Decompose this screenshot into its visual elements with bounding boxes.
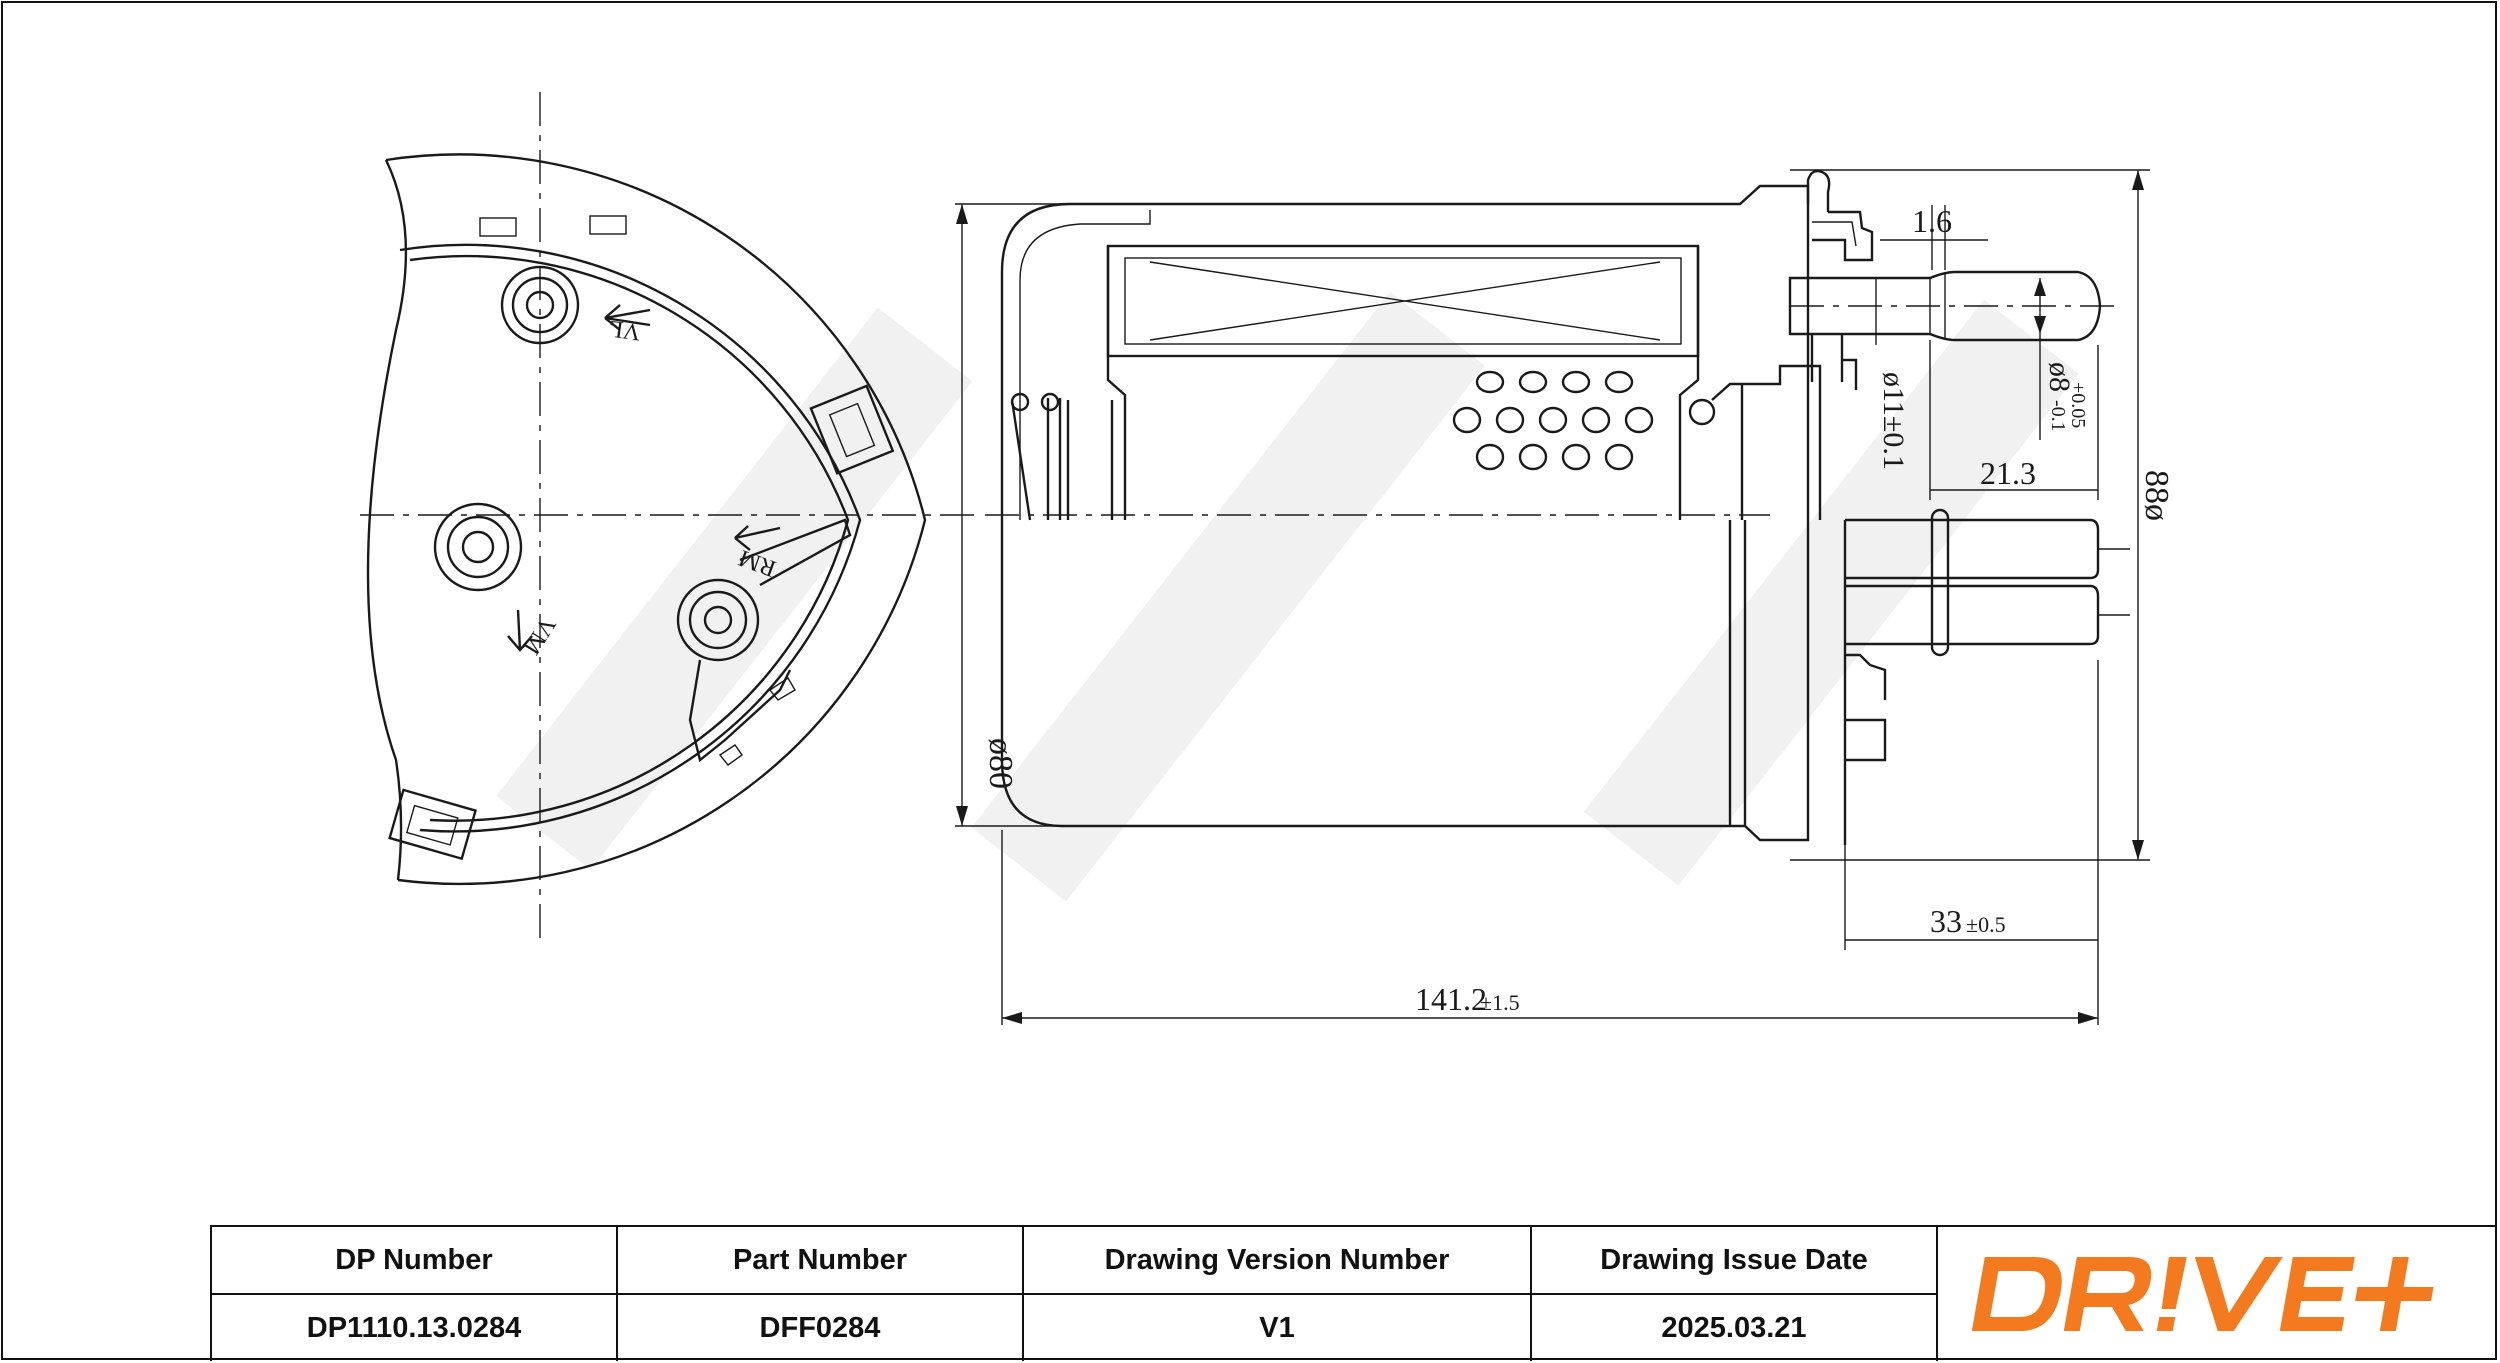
issue-date-value: 2025.03.21	[1661, 1311, 1807, 1344]
dim-connector-length: 33	[1930, 903, 1962, 939]
dimension-lines: ø80 88ø 1.6 ø11±0.1 ø8 +0.05 -0.1 21.3 3…	[955, 169, 2175, 1025]
watermark	[1583, 299, 2079, 886]
dp-number-value: DP1110.13.0284	[306, 1311, 522, 1344]
drive-logo-mark	[1971, 1257, 2434, 1331]
technical-drawing: VL VM RM	[360, 92, 2175, 1025]
issue-date-column: Drawing Issue Date 2025.03.21	[1532, 1227, 1938, 1361]
dp-number-column: DP Number DP1110.13.0284	[212, 1227, 618, 1361]
dim-total-length: 141.2	[1415, 981, 1487, 1017]
side-view	[985, 169, 2130, 845]
watermark	[496, 307, 973, 870]
inlet-mark: VL	[607, 315, 642, 345]
outlet-mark: VM	[518, 612, 561, 659]
dp-number-header: DP Number	[212, 1227, 616, 1295]
dim-outlet-tol-upper: +0.05	[2067, 382, 2089, 428]
dim-slot-width: 1.6	[1912, 203, 1952, 239]
part-number-header: Part Number	[618, 1227, 1022, 1295]
dim-total-tol: ±1.5	[1480, 990, 1520, 1015]
perforation-holes	[1452, 370, 1654, 471]
dim-body-diameter: ø80	[982, 738, 1019, 789]
part-number-value: DFF0284	[759, 1311, 881, 1344]
version-header: Drawing Version Number	[1024, 1227, 1530, 1295]
version-value: V1	[1259, 1311, 1295, 1344]
dim-outer-diameter: 88ø	[2138, 470, 2175, 521]
part-number-column: Part Number DFF0284	[618, 1227, 1024, 1361]
dim-connector-tol: ±0.5	[1966, 912, 2006, 937]
top-view: VL VM RM	[360, 92, 975, 940]
drive-logo	[1938, 1227, 2497, 1361]
dim-outlet-tol-lower: -0.1	[2047, 400, 2069, 432]
dim-spigot-length: 21.3	[1980, 455, 2036, 491]
dim-outlet-diameter: ø8	[2043, 362, 2076, 392]
dim-inner-diameter: ø11±0.1	[1877, 372, 1910, 470]
title-block: DP Number DP1110.13.0284 Part Number DFF…	[210, 1225, 2497, 1361]
watermark	[971, 291, 1485, 902]
issue-date-header: Drawing Issue Date	[1532, 1227, 1936, 1295]
version-column: Drawing Version Number V1	[1024, 1227, 1532, 1361]
